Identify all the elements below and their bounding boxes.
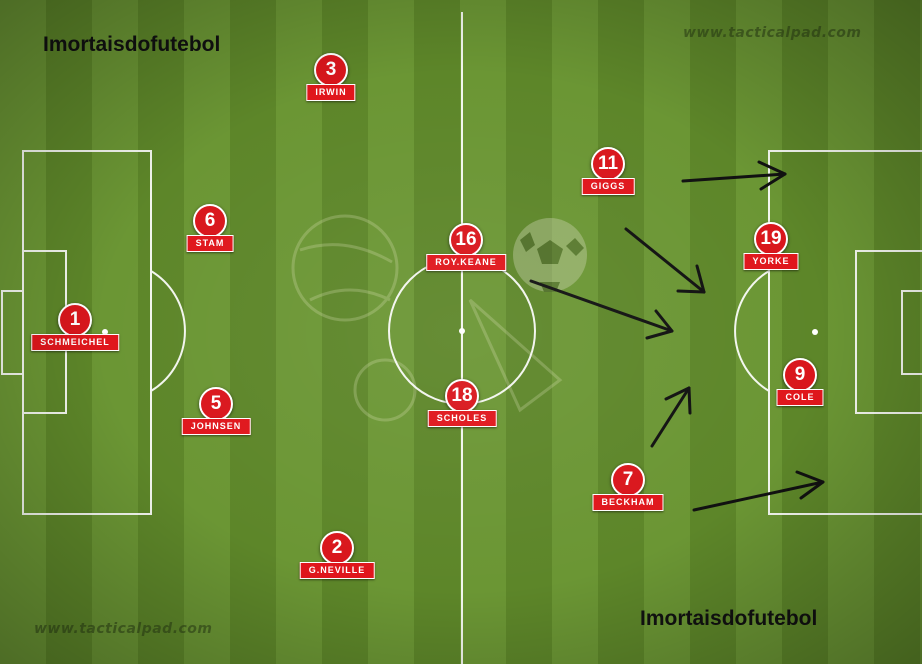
right-penalty-area [768,150,922,515]
player-number-badge: 16 [449,223,483,257]
player-token-beckham[interactable]: 7 BECKHAM [583,463,673,513]
player-token-stam[interactable]: 6 STAM [165,204,255,254]
caption-top-left: Imortaisdofutebol [43,33,221,56]
right-goal-area [855,250,922,414]
player-name-label: SCHMEICHEL [31,334,119,351]
player-number-badge: 5 [199,387,233,421]
player-token-schmeichel[interactable]: 1 SCHMEICHEL [30,303,120,353]
left-penalty-spot [102,329,108,335]
arrow-giggs-diagonal [624,227,706,294]
player-name-label: G.NEVILLE [299,562,375,579]
player-token-gneville[interactable]: 2 G.NEVILLE [292,531,382,581]
arrow-beckham-diagonal [650,386,692,448]
player-number-badge: 2 [320,531,354,565]
player-number-badge: 6 [193,204,227,238]
caption-bottom-right: Imortaisdofutebol [640,607,818,630]
watermark-bottom-left: www.tacticalpad.com [34,621,213,637]
player-name-label: GIGGS [581,178,635,195]
left-goal [1,290,24,375]
centre-spot [459,328,465,334]
right-penalty-spot [812,329,818,335]
player-name-label: ROY.KEANE [426,254,506,271]
player-number-badge: 3 [314,53,348,87]
right-goal [901,290,922,375]
player-name-label: STAM [186,235,234,252]
player-name-label: YORKE [743,253,799,270]
watermark-top-right: www.tacticalpad.com [683,25,862,41]
player-name-label: JOHNSEN [181,418,251,435]
player-number-badge: 18 [445,379,479,413]
player-token-roy-keane[interactable]: 16 ROY.KEANE [421,223,511,273]
player-token-cole[interactable]: 9 COLE [755,358,845,408]
player-token-scholes[interactable]: 18 SCHOLES [417,379,507,429]
left-penalty-arc [150,270,186,392]
player-token-giggs[interactable]: 11 GIGGS [563,147,653,197]
player-name-label: SCHOLES [427,410,497,427]
player-token-johnsen[interactable]: 5 JOHNSEN [171,387,261,437]
right-penalty-arc [734,270,770,392]
player-token-irwin[interactable]: 3 IRWIN [286,53,376,103]
player-number-badge: 9 [783,358,817,392]
player-name-label: COLE [776,389,824,406]
player-name-label: IRWIN [306,84,356,101]
player-number-badge: 7 [611,463,645,497]
player-number-badge: 1 [58,303,92,337]
arrow-keane-run [529,279,674,340]
player-number-badge: 19 [754,222,788,256]
arrow-beckham-run [692,470,825,512]
player-token-yorke[interactable]: 19 YORKE [726,222,816,272]
player-name-label: BECKHAM [592,494,664,511]
arrow-giggs-run [681,160,787,191]
player-number-badge: 11 [591,147,625,181]
